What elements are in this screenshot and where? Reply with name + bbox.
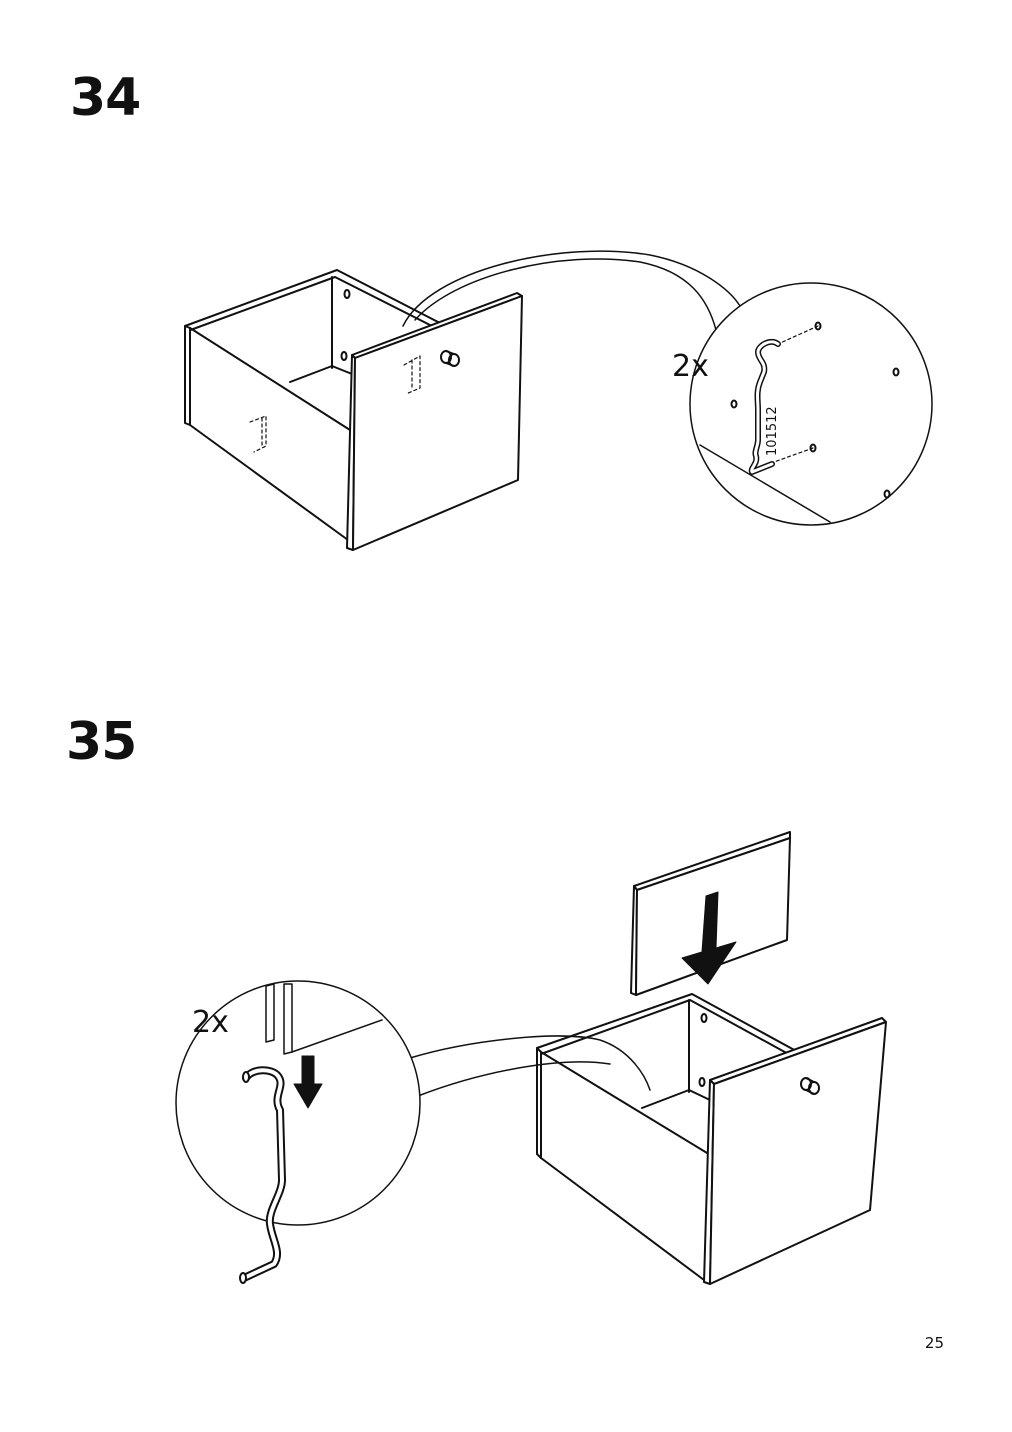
quantity-label: 2x <box>192 1005 229 1040</box>
dowel-icon <box>440 350 460 367</box>
step-number-35: 35 <box>66 712 137 772</box>
wire-handle-icon <box>239 1066 286 1284</box>
arrow-down-icon <box>293 1055 323 1109</box>
detail-callout-circle <box>175 980 421 1284</box>
step34-illustration: 2x 101512 <box>184 250 933 551</box>
detail-callout-circle <box>689 282 933 526</box>
drawer-box <box>184 269 439 541</box>
step35-illustration: 2x <box>175 831 887 1285</box>
drawer-front-panel <box>703 1017 887 1285</box>
step-number-34: 34 <box>70 68 141 128</box>
part-number-label: 101512 <box>765 406 780 456</box>
wire-handle-icon <box>748 325 819 475</box>
drawer-front-panel <box>346 292 523 551</box>
arrow-down-icon <box>681 891 737 985</box>
dowel-icon <box>800 1077 820 1095</box>
page-number: 25 <box>924 1334 944 1352</box>
quantity-label: 2x <box>672 349 709 384</box>
drawer-box <box>536 993 799 1281</box>
